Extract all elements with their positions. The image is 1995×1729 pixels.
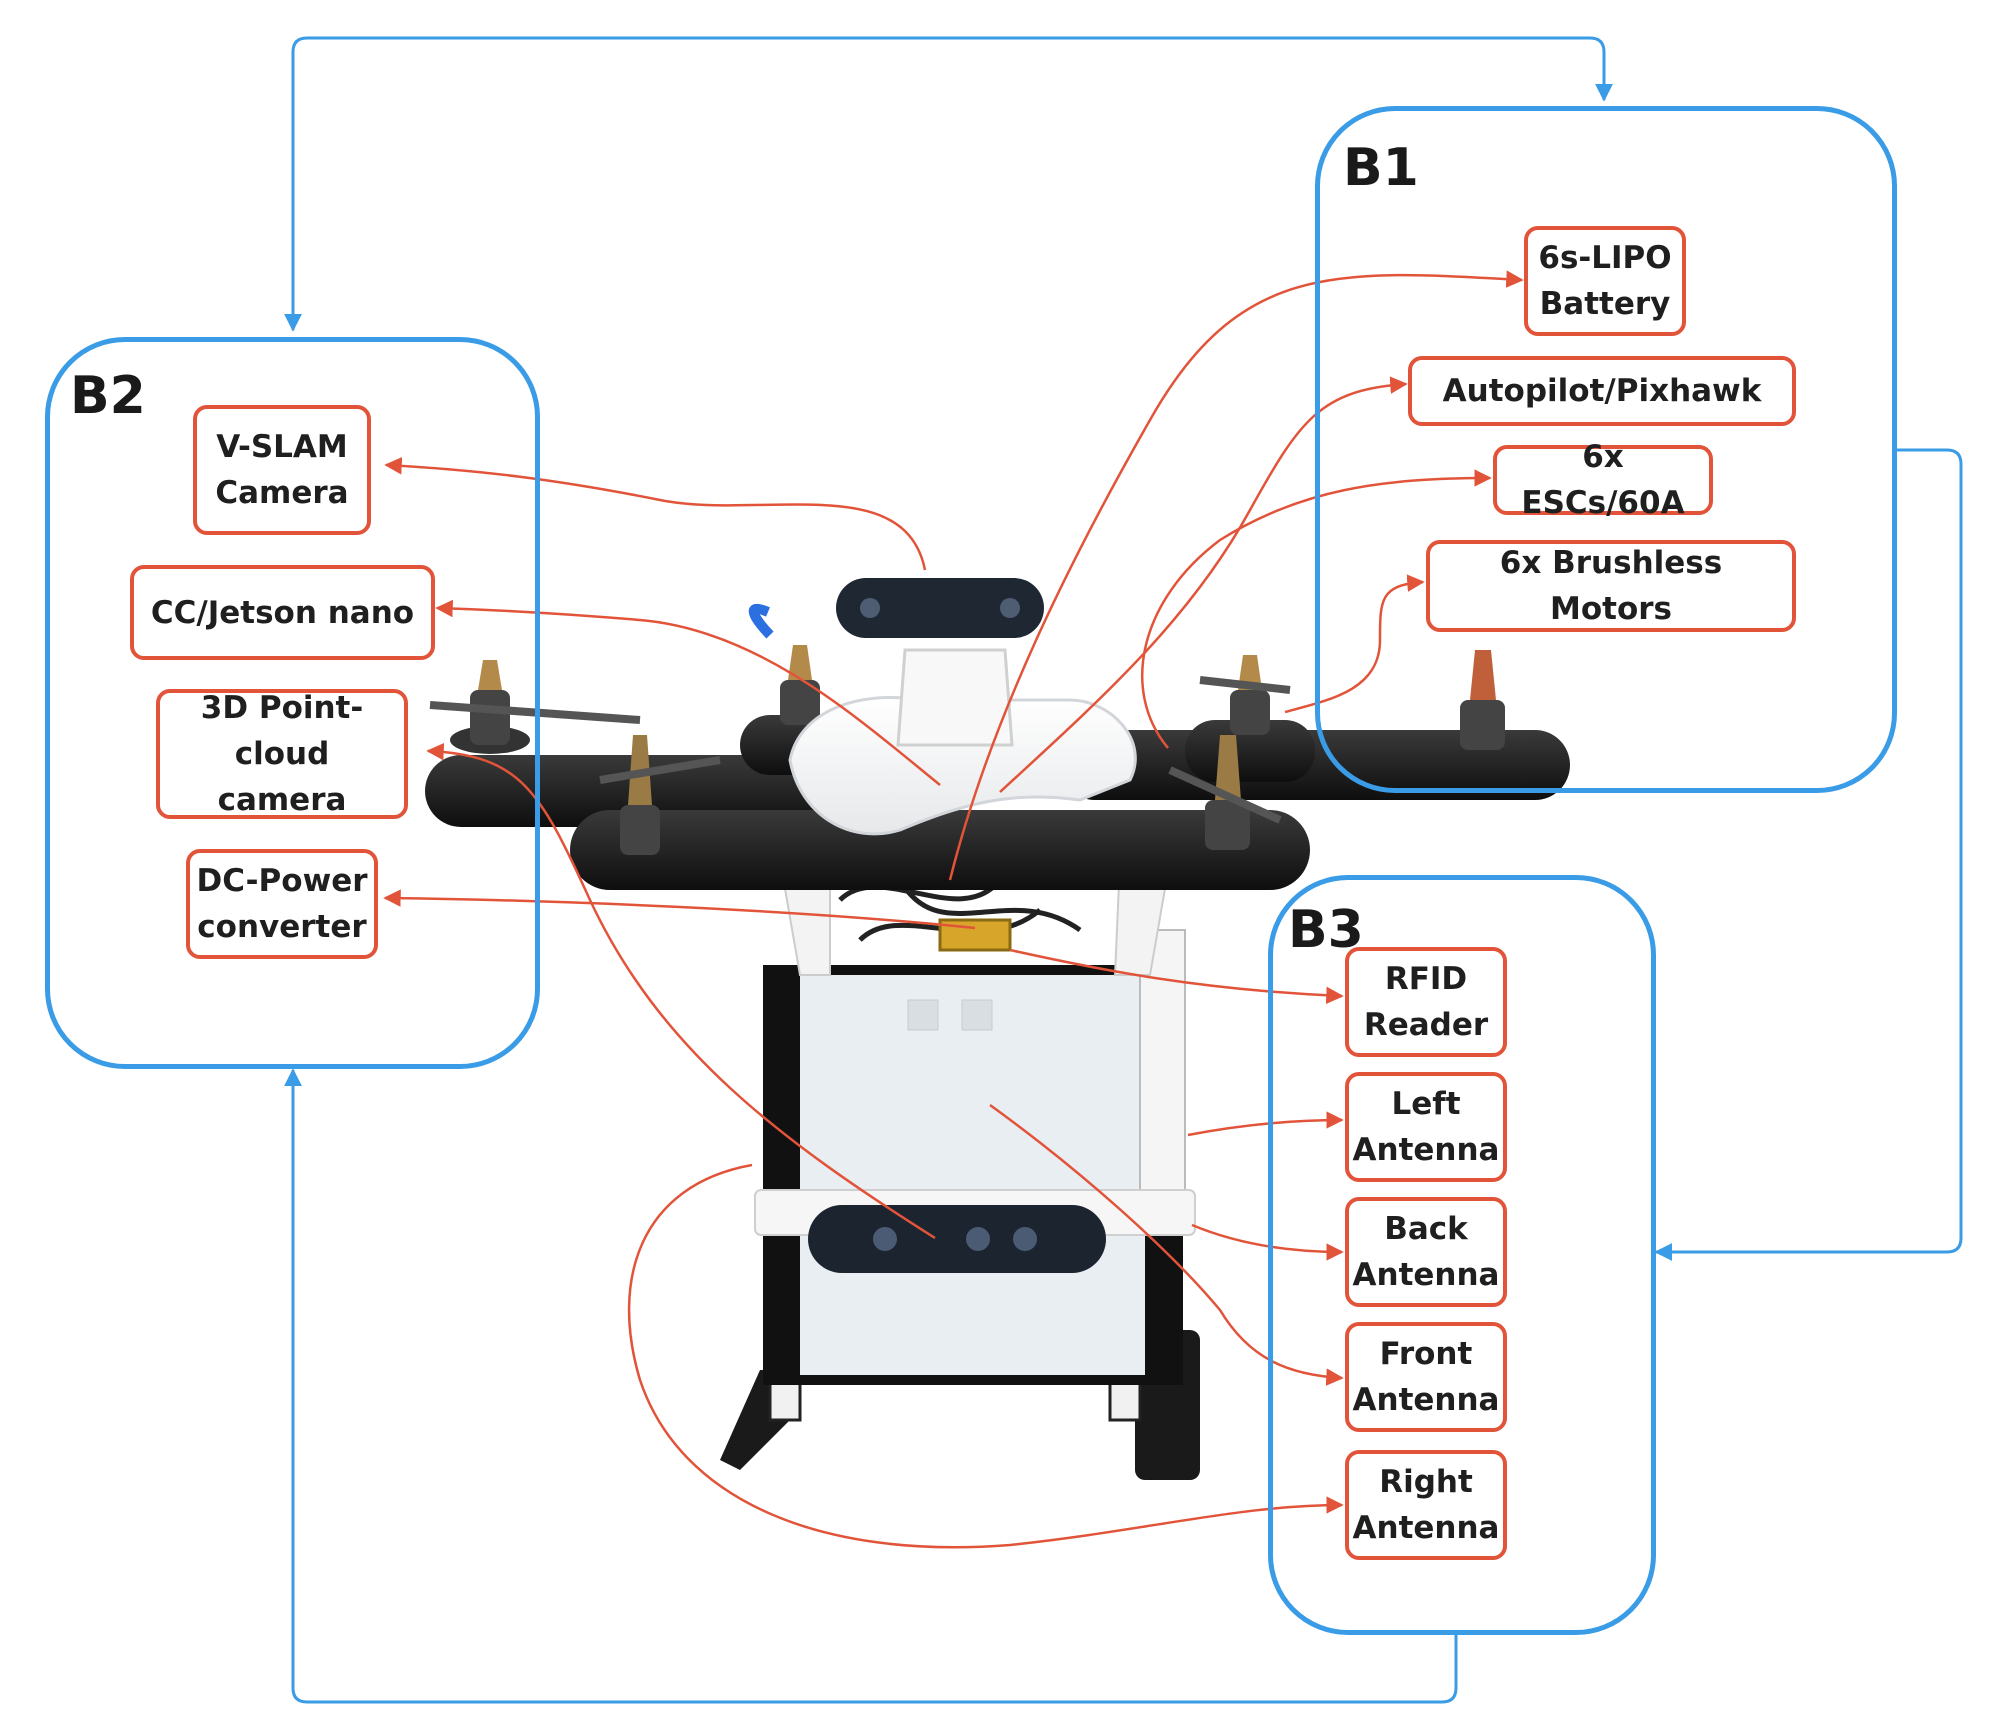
vslam-camera-body [748,578,1044,639]
connector-vslam [384,457,927,571]
connector-motors [1284,574,1425,714]
connector-escs [1140,469,1492,749]
connector-right-antenna [627,1163,1344,1549]
point-cloud-camera-body [808,1205,1106,1273]
flow-arrow-b2-to-b1 [291,36,1613,330]
rfid-payload-box [763,929,1186,1385]
component-autopilot: Autopilot/Pixhawk [1408,356,1796,426]
motors-and-propellers [429,645,1505,855]
component-back-antenna: Back Antenna [1345,1197,1507,1307]
component-left-antenna: Left Antenna [1345,1072,1507,1182]
component-vslam: V-SLAM Camera [193,405,371,535]
group-b2-label: B2 [70,366,146,426]
component-rfid: RFID Reader [1345,947,1507,1057]
connector-battery [948,270,1524,881]
flow-arrow-b3-to-b2 [284,1068,1458,1704]
connector-front-antenna [989,1103,1344,1386]
component-front-antenna: Front Antenna [1345,1322,1507,1432]
group-b2 [45,337,540,1069]
component-escs: 6x ESCs/60A [1493,439,1713,521]
flow-arrow-b1-to-b3 [1654,448,1963,1261]
connector-pointcloud [426,742,936,1240]
component-battery: 6s-LIPO Battery [1524,226,1686,336]
connector-left-antenna [1187,1111,1344,1137]
connector-autopilot [999,376,1408,793]
component-connectors [383,270,1524,1549]
connector-back-antenna [1191,1223,1344,1261]
block-flow-arrows [284,36,1963,1704]
group-b1-label: B1 [1343,138,1419,198]
connector-jetson [435,599,941,786]
component-dcpower: DC-Power converter [186,849,378,959]
group-b3 [1268,875,1656,1635]
component-motors: 6x Brushless Motors [1426,540,1796,632]
drone-shell [788,648,1137,836]
component-jetson: CC/Jetson nano [130,565,435,660]
connector-rfid [1009,948,1344,1005]
group-b3-label: B3 [1288,900,1364,960]
connector-dcpower [383,889,976,930]
component-pointcloud: 3D Point-cloud camera [156,689,408,819]
wiring-bundle [838,858,1123,952]
component-right-antenna: Right Antenna [1345,1450,1507,1560]
group-b1 [1315,106,1897,793]
drone-arms [425,715,1570,890]
